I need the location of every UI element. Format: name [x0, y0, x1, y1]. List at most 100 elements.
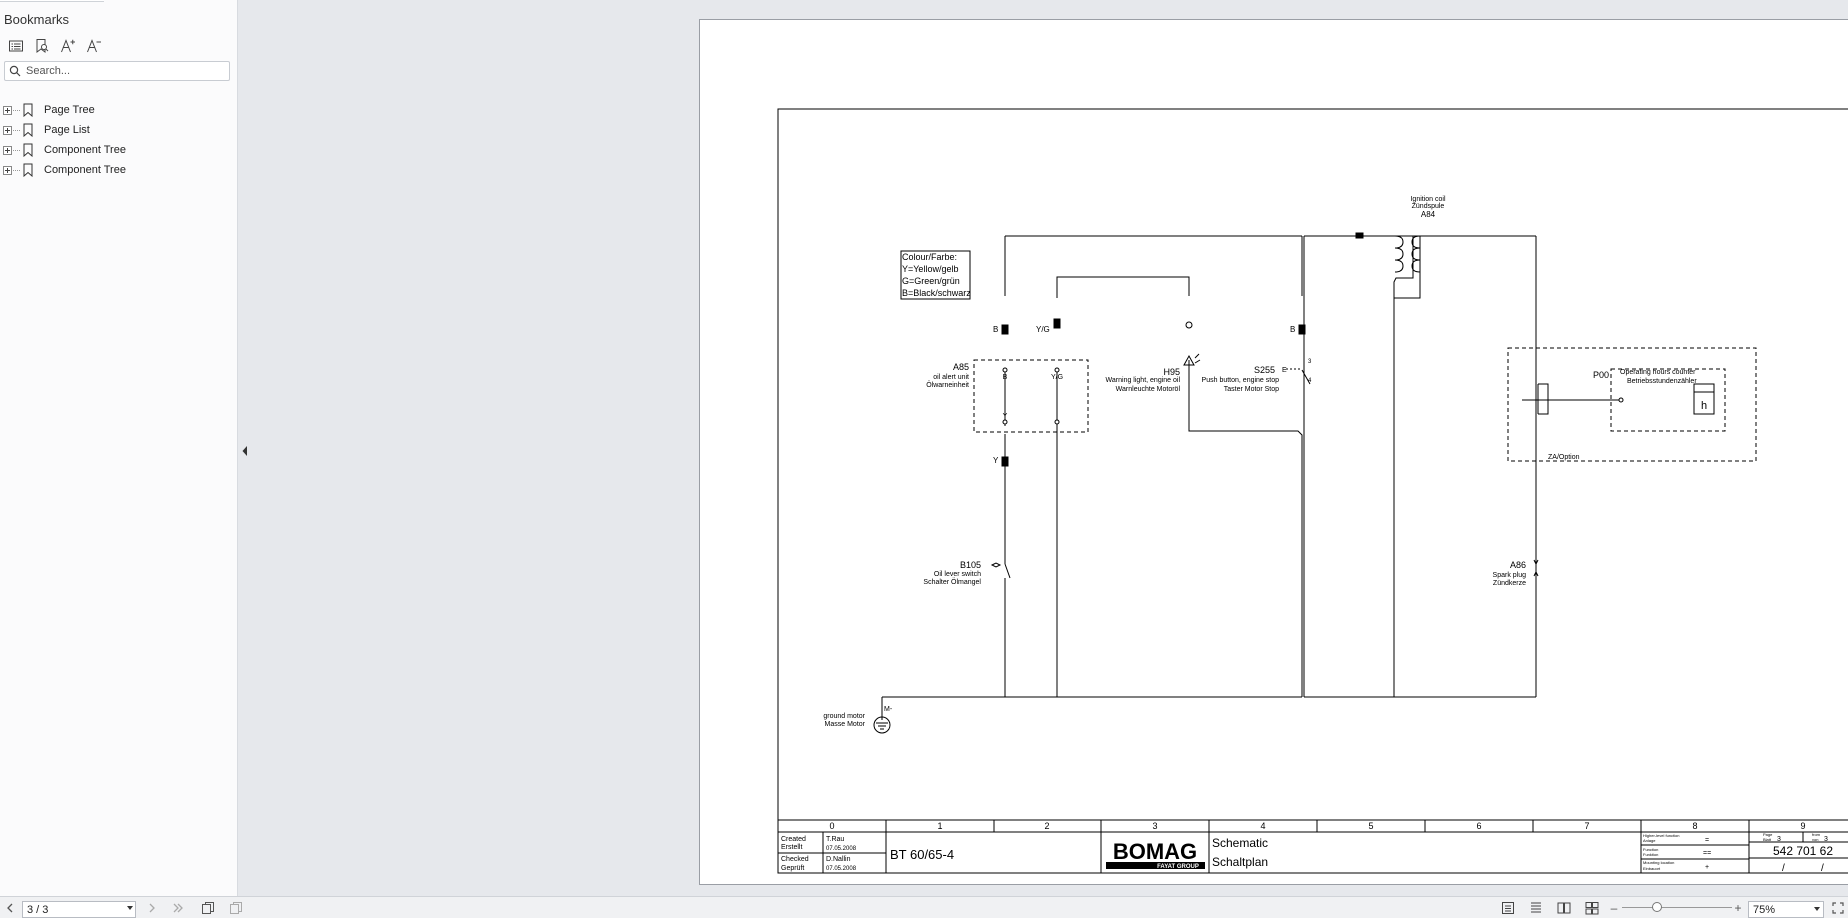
page-dropdown-icon[interactable]	[127, 906, 133, 910]
bookmark-icon	[23, 123, 33, 137]
pdf-page: Ignition coil Zündspule A84 Colour/Farbe…	[699, 19, 1848, 885]
find-bookmark-button[interactable]	[32, 36, 52, 56]
svg-text:oil alert unit: oil alert unit	[933, 374, 969, 381]
document-viewer[interactable]: Ignition coil Zündspule A84 Colour/Farbe…	[252, 0, 1848, 896]
tree-item-label: Page List	[44, 124, 90, 136]
expand-icon[interactable]	[3, 145, 12, 155]
svg-text:4: 4	[1308, 378, 1312, 384]
font-decrease-icon	[87, 39, 101, 53]
fit-width-button[interactable]	[228, 900, 244, 916]
svg-text:0: 0	[829, 821, 834, 831]
svg-text:07.05.2008: 07.05.2008	[826, 846, 857, 852]
bookmark-search-input[interactable]	[26, 65, 216, 77]
svg-text:6: 6	[1476, 821, 1481, 831]
expand-icon[interactable]	[3, 165, 12, 175]
svg-text:von: von	[1812, 837, 1818, 842]
svg-text:Push button, engine stop: Push button, engine stop	[1202, 377, 1280, 384]
svg-text:542 701 62: 542 701 62	[1773, 844, 1833, 858]
wire-label: B	[993, 325, 998, 334]
svg-text:Spark plug: Spark plug	[1493, 572, 1527, 579]
drawing-frame	[777, 108, 1848, 874]
collapse-panel-icon[interactable]	[241, 445, 249, 457]
increase-font-button[interactable]	[58, 36, 78, 56]
svg-text:3: 3	[1308, 359, 1312, 365]
bookmark-icon	[23, 163, 33, 177]
svg-text:Anlage: Anlage	[1643, 838, 1656, 843]
svg-text:Betriebsstundenzähler: Betriebsstundenzähler	[1627, 378, 1697, 385]
single-page-view-button[interactable]	[1500, 900, 1516, 916]
chevron-left-icon	[7, 903, 13, 913]
svg-text:P00: P00	[1593, 370, 1609, 380]
svg-text:Mounting location: Mounting location	[1643, 860, 1674, 865]
search-icon	[9, 65, 21, 77]
fullscreen-button[interactable]	[1830, 900, 1846, 916]
continuous-view-button[interactable]	[1528, 900, 1544, 916]
svg-text:3: 3	[1824, 836, 1828, 843]
expand-icon[interactable]	[3, 125, 12, 135]
svg-text:Created: Created	[781, 836, 806, 843]
two-page-icon	[1557, 902, 1571, 914]
expand-icon[interactable]	[3, 105, 12, 115]
bookmark-search-icon	[36, 39, 49, 53]
svg-text:A85: A85	[953, 362, 969, 372]
svg-text:Checked: Checked	[781, 856, 809, 863]
svg-text:S255: S255	[1254, 365, 1275, 375]
svg-text:H95: H95	[1163, 367, 1180, 377]
svg-text:Ignition coil: Ignition coil	[1410, 196, 1445, 203]
bookmark-list-button[interactable]	[6, 36, 26, 56]
tree-item-label: Component Tree	[44, 144, 126, 156]
zoom-in-button[interactable]: +	[1734, 901, 1742, 915]
spark-plug-a86: A86 Spark plug Zündkerze	[1493, 559, 1539, 587]
svg-text:7: 7	[1584, 821, 1589, 831]
svg-text:FAYAT GROUP: FAYAT GROUP	[1157, 864, 1199, 870]
zoom-slider-thumb[interactable]	[1652, 902, 1663, 912]
svg-text:8: 8	[1692, 821, 1697, 831]
svg-text:+: +	[1705, 864, 1709, 871]
zoom-out-button[interactable]: –	[1610, 901, 1618, 915]
svg-text:9: 9	[1800, 821, 1805, 831]
svg-text:==: ==	[1703, 850, 1711, 857]
svg-text:from: from	[1812, 832, 1821, 837]
svg-text:Ölwarneinheit: Ölwarneinheit	[926, 381, 969, 389]
tree-item-component-tree[interactable]: Component Tree	[0, 140, 126, 160]
font-increase-icon	[61, 39, 75, 53]
last-page-button[interactable]	[170, 900, 186, 916]
double-chevron-right-icon	[173, 903, 183, 913]
svg-text:Warning light, engine oil: Warning light, engine oil	[1106, 377, 1181, 384]
next-page-button[interactable]	[144, 900, 160, 916]
svg-text:Operating hours counter: Operating hours counter	[1620, 369, 1696, 376]
bookmark-icon	[23, 143, 33, 157]
single-page-icon	[1502, 902, 1514, 914]
svg-text:D.Nallin: D.Nallin	[826, 856, 851, 863]
svg-text:Y=Yellow/gelb: Y=Yellow/gelb	[902, 264, 958, 274]
page-copy-disabled-icon	[230, 902, 242, 914]
tree-item-label: Component Tree	[44, 164, 126, 176]
tree-item-component-tree-2[interactable]: Component Tree	[0, 160, 126, 180]
svg-text:Masse Motor: Masse Motor	[825, 721, 866, 728]
zoom-slider[interactable]	[1622, 907, 1732, 908]
two-page-continuous-button[interactable]	[1584, 900, 1600, 916]
two-page-view-button[interactable]	[1556, 900, 1572, 916]
svg-text:G=Green/grün: G=Green/grün	[902, 276, 960, 286]
fit-page-button[interactable]	[200, 900, 216, 916]
tree-item-page-list[interactable]: Page List	[0, 120, 126, 140]
svg-text:h: h	[1701, 400, 1707, 412]
page-number-input[interactable]	[22, 901, 136, 918]
svg-text:4: 4	[1260, 821, 1265, 831]
colour-legend: Colour/Farbe: Y=Yellow/gelb G=Green/grün…	[900, 250, 971, 300]
tree-item-page-tree[interactable]: Page Tree	[0, 100, 126, 120]
continuous-page-icon	[1531, 902, 1541, 913]
bookmarks-title: Bookmarks	[4, 12, 70, 27]
prev-page-button[interactable]	[2, 900, 18, 916]
decrease-font-button[interactable]	[84, 36, 104, 56]
zoom-level-input[interactable]	[1748, 901, 1824, 918]
sidebar-tab[interactable]	[0, 0, 104, 2]
svg-text:BT 60/65-4: BT 60/65-4	[890, 847, 954, 862]
zoom-dropdown-icon[interactable]	[1814, 907, 1820, 911]
svg-text:Page: Page	[1763, 832, 1773, 837]
svg-text:Higher-level function: Higher-level function	[1643, 833, 1679, 838]
svg-text:5: 5	[1368, 821, 1373, 831]
panel-splitter[interactable]	[238, 0, 252, 896]
svg-text:07.05.2008: 07.05.2008	[826, 866, 857, 872]
svg-text:Funktion: Funktion	[1643, 852, 1658, 857]
